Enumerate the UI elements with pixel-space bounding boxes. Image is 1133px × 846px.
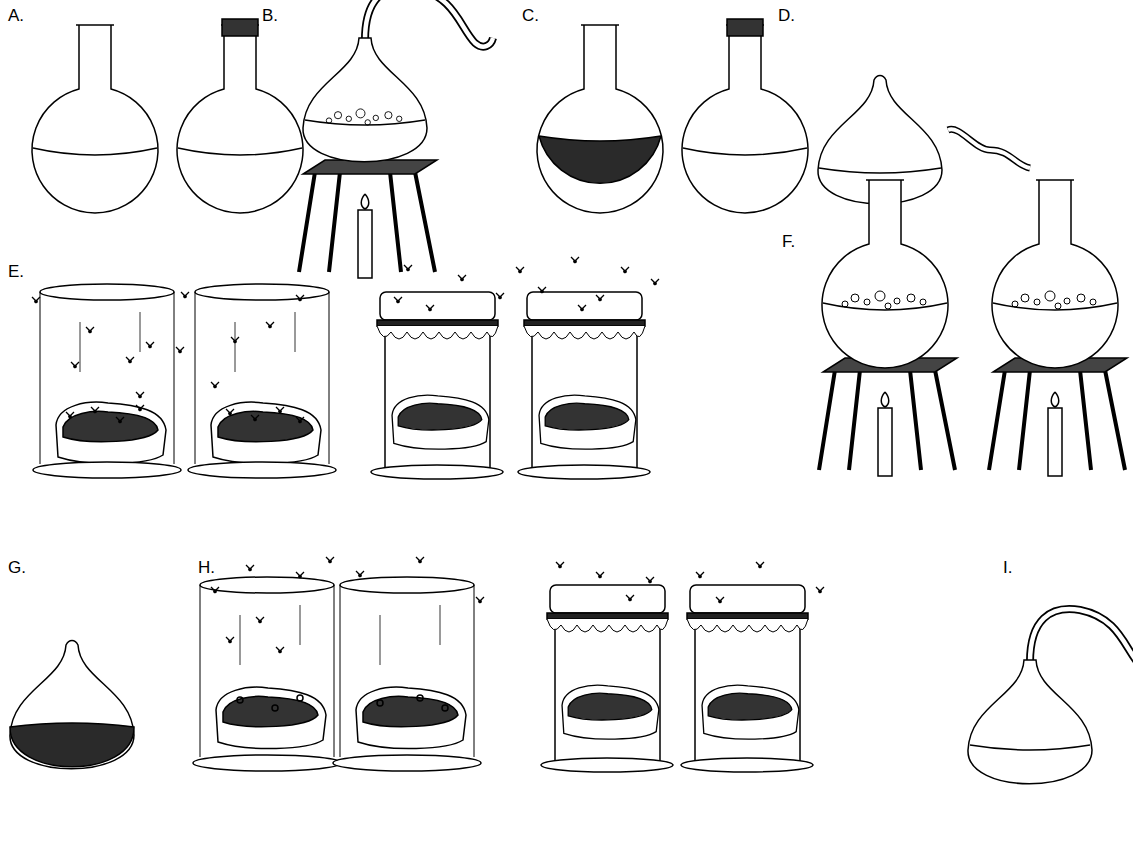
panel-letter: I. xyxy=(1003,558,1012,578)
panel-letter: F. xyxy=(782,232,795,252)
panel-letter: C. xyxy=(522,6,539,26)
panel-letter: H. xyxy=(198,558,215,578)
panel-letter: D. xyxy=(778,6,795,26)
panel-letter: E. xyxy=(8,262,24,282)
panel-letter: G. xyxy=(8,558,26,578)
panel-letter: A. xyxy=(8,6,24,26)
panel-letter: B. xyxy=(262,6,278,26)
